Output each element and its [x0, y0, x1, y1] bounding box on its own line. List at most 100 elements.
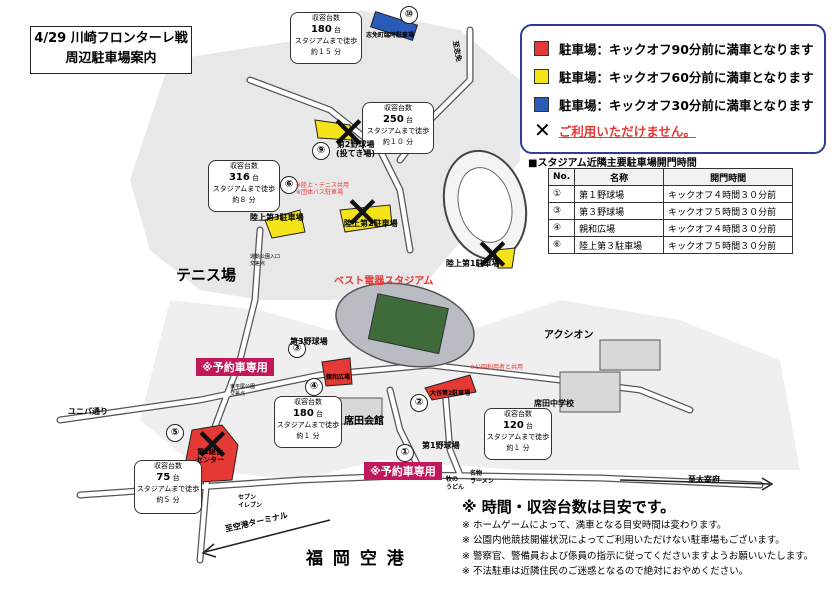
capacity-count: 250: [382, 114, 404, 125]
map-title: 4/29 川崎フロンターレ戦 周辺駐車場案内: [30, 26, 192, 74]
ootani2-label: 大谷第2駐車場: [430, 390, 471, 397]
gates-cell: ④: [547, 219, 576, 237]
gates-header-row: No. 名称 開門時間: [547, 168, 794, 186]
capacity-unit: 台: [172, 474, 180, 482]
unavailable-cross-icon: ✕: [194, 420, 231, 471]
airport-label: 福 岡 空 港: [306, 549, 406, 569]
capacity-label: 収容台数: [154, 462, 182, 470]
capacity-walk: 約１ 分: [296, 432, 320, 440]
note-ootani: ※公園利用者と共用: [470, 364, 524, 371]
capacity-callout-9: 収容台数 250 台 スタジアムまで徒歩 約１０ 分: [362, 102, 434, 154]
capacity-unit: 台: [334, 26, 342, 34]
table-row: ③ 第３野球場 キックオフ５時間３０分前: [547, 202, 794, 220]
parking-rikujo3: [264, 209, 306, 239]
legend-blue-label: 駐車場：キックオフ30分前に満車となります: [559, 97, 814, 113]
gates-cell: 親和広場: [574, 219, 665, 237]
gates-header-time: 開門時間: [663, 168, 794, 186]
cross-icon: ✕: [534, 118, 551, 142]
gates-cell: ①: [547, 185, 576, 203]
capacity-walk: 約１０ 分: [382, 138, 414, 146]
rikujo3-label: 陸上第3駐車場: [250, 213, 304, 222]
capacity-count: 180: [292, 408, 314, 419]
capacity-walk: 約１ 分: [506, 444, 530, 452]
marker-1: ①: [396, 444, 414, 462]
capacity-callout-10: 収容台数 180 台 スタジアムまで徒歩 約１５ 分: [290, 12, 362, 64]
udon-label: 牧の うどん: [446, 476, 465, 491]
gates-cell: ⑥: [547, 236, 576, 254]
capacity-walk-label: スタジアムまで徒歩: [136, 485, 200, 493]
ramen-label: 名物 ラーメン: [470, 470, 494, 485]
notes-item: ※ 不法駐車は近隣住民のご迷惑となるので絶対におやめください。: [462, 566, 749, 577]
legend-unavailable-label: ご利用いただけません。: [558, 123, 696, 139]
capacity-label: 収容台数: [230, 162, 258, 170]
capacity-callout-4: 収容台数 180 台 スタジアムまで徒歩 約１ 分: [274, 396, 342, 448]
gates-cell: キックオフ５時間３０分前: [663, 236, 794, 254]
title-line1: 4/29 川崎フロンターレ戦: [34, 31, 188, 46]
building-akashion: [599, 339, 661, 371]
capacity-walk-label: スタジアムまで徒歩: [212, 185, 276, 193]
higashi-kouen-label: 東平尾公園 交差点: [230, 384, 256, 397]
gates-header-no: No.: [547, 168, 576, 186]
tennis-label: テニス場: [176, 266, 237, 284]
gates-cell: 第３野球場: [574, 202, 665, 220]
legend-blue-swatch: [534, 96, 549, 112]
building-school: [559, 371, 621, 413]
capacity-walk-label: スタジアムまで徒歩: [486, 433, 550, 441]
legend-yellow: 駐車場：キックオフ60分前に満車となります: [534, 66, 814, 86]
capacity-label: 収容台数: [504, 410, 532, 418]
legend-blue: 駐車場：キックオフ30分前に満車となります: [534, 94, 814, 114]
gates-header-name: 名称: [574, 168, 665, 186]
parking-rikujo1: [494, 247, 516, 269]
capacity-callout-2: 収容台数 120 台 スタジアムまで徒歩 約１ 分: [484, 408, 552, 460]
parking-rikujo2: [339, 204, 393, 233]
unavailable-cross-icon: ✕: [330, 108, 367, 159]
marker-4: ④: [305, 378, 323, 396]
building-kaikan: [337, 397, 383, 425]
marker-9: ⑨: [312, 142, 330, 160]
capacity-unit: 台: [316, 410, 324, 418]
seven-label: セブン イレブン: [238, 494, 263, 509]
notes-item: ※ ホームゲームによって、満車となる目安時間は変わります。: [462, 519, 727, 531]
legend-red-label: 駐車場：キックオフ90分前に満車となります: [559, 41, 814, 57]
capacity-walk: 約８ 分: [232, 196, 256, 204]
shinwa-label: 親和広場: [326, 374, 351, 381]
capacity-walk: 約５ 分: [156, 496, 180, 504]
reserved-tag-1: ※予約車専用: [364, 462, 442, 480]
direction-arrows: [201, 477, 774, 558]
marker-10: ⑩: [400, 6, 418, 24]
marker-6: ⑥: [280, 176, 298, 194]
parking-ootani2: [424, 374, 477, 401]
stadium-label: ベスト電器スタジアム: [334, 276, 434, 287]
higashihirao-label: 志免町臨時駐車場: [366, 32, 415, 39]
capacity-unit: 台: [526, 422, 534, 430]
yakyu3-label: 第3野球場: [290, 337, 328, 346]
gates-cell: キックオフ５時間３０分前: [663, 202, 794, 220]
capacity-walk: 約１５ 分: [310, 48, 342, 56]
unavailable-cross-icon: ✕: [344, 188, 381, 239]
gates-title: ■スタジアム近隣主要駐車場開門時間: [528, 158, 697, 169]
marker-2: ②: [410, 394, 428, 412]
kaikan-label: 席田会館: [344, 416, 384, 427]
legend: 駐車場：キックオフ90分前に満車となります 駐車場：キックオフ60分前に満車とな…: [520, 24, 826, 154]
school-label: 席田中学校: [534, 399, 574, 408]
reserved-tag-3: ※予約車専用: [196, 358, 274, 376]
rikujo2-label: 陸上第2駐車場: [344, 219, 398, 228]
notes-item: ※ 警察官、警備員および係員の指示に従ってくださいますようお願いいたします。: [462, 550, 814, 562]
legend-yellow-swatch: [534, 68, 549, 84]
title-line2: 周辺駐車場案内: [65, 51, 157, 66]
yubadori-label: ユニバ通り: [68, 407, 108, 416]
gates-cell: 陸上第３駐車場: [574, 236, 665, 254]
capacity-callout-5: 収容台数 75 台 スタジアムまで徒歩 約５ 分: [134, 460, 202, 514]
table-row: ① 第１野球場 キックオフ４時間３０分前: [547, 185, 794, 203]
legend-yellow-label: 駐車場：キックオフ60分前に満車となります: [559, 69, 814, 85]
notes-item: ※ 公園内他競技開催状況によってご利用いただけない駐車場もございます。: [462, 535, 785, 546]
stadium-building: [335, 282, 475, 368]
capacity-count: 316: [228, 172, 250, 183]
marker-5: ⑤: [166, 424, 184, 442]
capacity-unit: 台: [406, 116, 414, 124]
note-6: ※陸上・テニス共用 ※団体バス駐車場: [296, 182, 350, 196]
to-dazaifu-label: 至太宰府: [688, 475, 720, 484]
yakyu2-label: 第2野球場 (投てき場): [336, 140, 376, 158]
yakyu1-label: 第1野球場: [422, 441, 460, 450]
tennis-entrance-label: 運動公園入口 交差点: [250, 254, 281, 267]
